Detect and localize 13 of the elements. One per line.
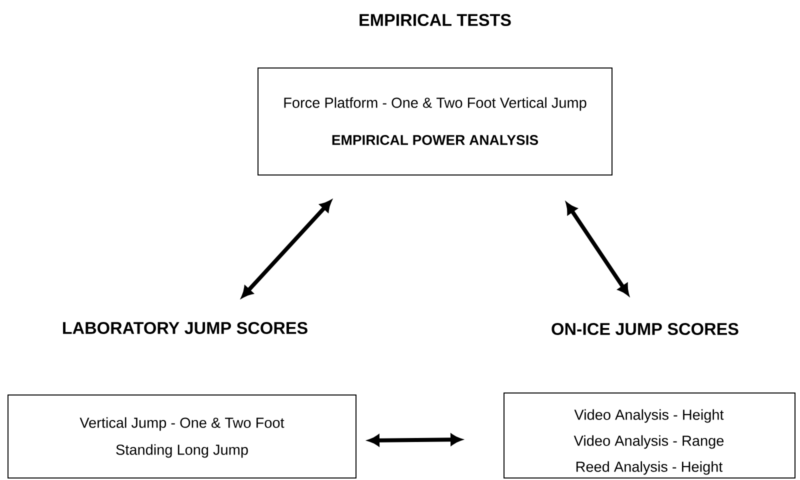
arrow xyxy=(242,200,332,298)
box-title: EMPIRICAL POWER ANALYSIS xyxy=(332,135,538,145)
box-text: Standing Long Jump xyxy=(116,444,248,458)
heading: LABORATORY JUMP SCORES xyxy=(63,322,308,334)
box-text: Vertical Jump - One & Two Foot xyxy=(80,417,284,431)
box-text: Video Analysis - Height xyxy=(574,409,724,423)
arrow xyxy=(368,434,462,446)
heading: ON-ICE JUMP SCORES xyxy=(552,322,738,336)
heading: EMPIRICAL TESTS xyxy=(360,14,511,26)
box-text: Reed Analysis - Height xyxy=(576,461,723,475)
arrow xyxy=(566,202,629,296)
box-text: Force Platform - One & Two Foot Vertical Jump xyxy=(284,97,586,111)
box-text: Video Analysis - Range xyxy=(574,435,724,449)
